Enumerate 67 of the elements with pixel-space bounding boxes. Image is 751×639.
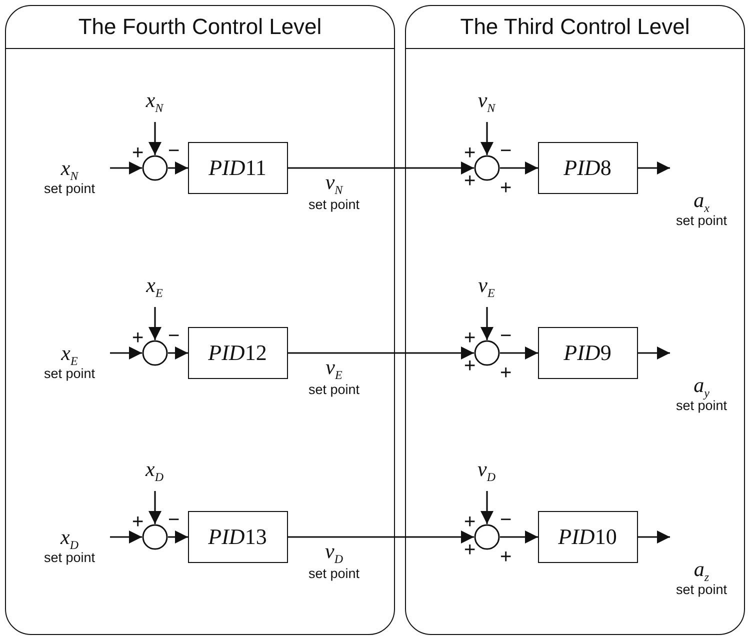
arrow [148,307,162,340]
sign-label: + [464,171,476,191]
set-point-label: set point [44,366,96,380]
signal-label: v$_{E}$ [466,274,506,306]
controller-block: PID8 [538,142,638,194]
sign-label: − [500,510,512,530]
arrow [110,346,142,360]
panel-title: The Fourth Control Level [6,6,394,49]
arrow [480,491,494,524]
arrow [288,346,474,360]
arrow [500,346,538,360]
signal-label: v$_{D}$ [466,458,506,490]
signal-label: x$_{N}$ [60,158,78,182]
signal-label: v$_{N}$ [466,90,506,122]
arrow [148,122,162,155]
set-point-label: set point [44,182,96,196]
arrow [168,162,188,174]
arrow [110,530,142,544]
signal-label: x$_{D}$ [60,526,78,551]
arrow [148,491,162,524]
controller-block: PID10 [538,510,638,562]
signal-label: a$_{x}$ [694,190,710,214]
signal-label: x$_{E}$ [61,342,78,367]
sign-label: + [500,178,512,198]
sign-label: + [464,143,476,163]
arrow [168,530,188,544]
arrow [500,530,538,544]
sign-label: − [168,326,180,346]
sign-label: − [168,510,180,530]
arrow [500,162,538,174]
controller-block: PID13 [188,510,288,562]
sign-label: + [132,512,144,532]
signal-label: x$_{N}$ [134,90,174,122]
controller-block: PID11 [188,142,288,194]
set-point-label: set point [676,583,728,596]
sign-label: + [132,143,144,163]
arrow [480,307,494,340]
set-point-label: set point [676,214,728,228]
arrow [638,162,670,174]
sign-label: + [132,328,144,348]
sign-label: − [500,141,512,161]
signal-label: a$_{z}$ [694,558,710,583]
sign-label: − [168,141,180,161]
arrow [638,530,670,544]
sign-label: + [464,512,476,532]
set-point-label: set point [676,399,728,412]
sign-label: + [500,363,512,383]
controller-block: PID12 [188,326,288,378]
arrow [168,346,188,360]
signal-label: x$_{D}$ [134,458,174,490]
set-point-label: set point [44,550,96,564]
sign-label: + [464,540,476,560]
panel-title: The Third Control Level [406,6,744,49]
level-panel [405,5,745,635]
sign-label: + [500,547,512,567]
sign-label: − [500,326,512,346]
arrow [288,530,474,544]
arrow [288,162,474,174]
signal-label: a$_{y}$ [694,374,710,399]
sign-label: + [464,328,476,348]
signal-label: x$_{E}$ [134,274,174,306]
level-panel [5,5,395,635]
sign-label: + [464,356,476,376]
controller-block: PID9 [538,326,638,378]
arrow [638,346,670,360]
arrow [110,162,142,174]
arrow [480,122,494,155]
